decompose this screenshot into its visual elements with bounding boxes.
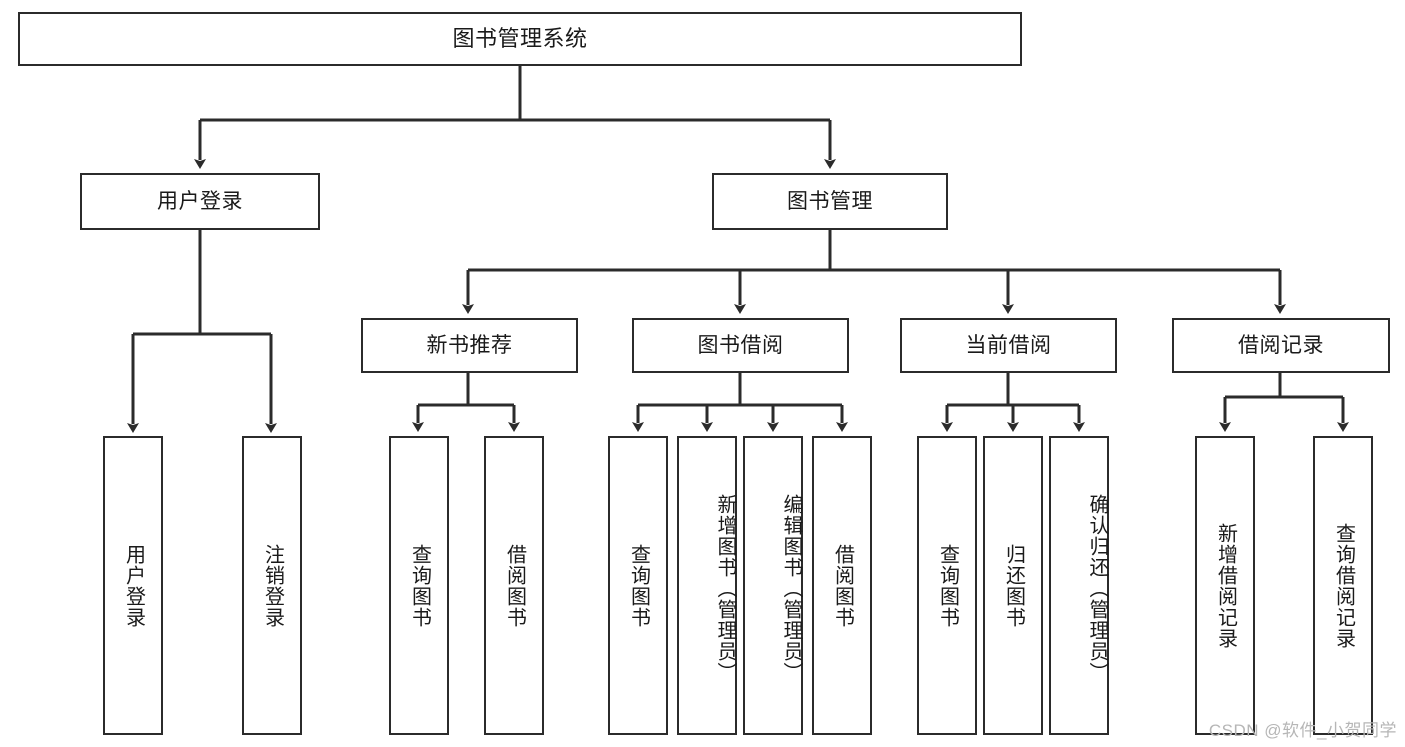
node-leaf-return-book[interactable]: 归还图书	[983, 436, 1043, 735]
node-leaf-borrow-book-1[interactable]: 借阅图书	[484, 436, 544, 735]
node-leaf-query-book-3-label: 查询图书	[936, 543, 959, 628]
node-leaf-return-book-label: 归还图书	[1002, 543, 1025, 628]
node-leaf-add-borrow-record[interactable]: 新增借阅记录	[1195, 436, 1255, 735]
watermark: CSDN @软件_小贺同学	[1208, 721, 1397, 740]
node-leaf-add-book-admin-label: 新增图书（管理员）	[714, 494, 736, 683]
node-leaf-query-borrow-record-label: 查询借阅记录	[1332, 522, 1355, 649]
node-current-borrow-label: 当前借阅	[965, 333, 1052, 357]
node-leaf-borrow-book-2[interactable]: 借阅图书	[812, 436, 872, 735]
node-book-borrow[interactable]: 图书借阅	[632, 318, 849, 373]
node-leaf-add-borrow-record-label: 新增借阅记录	[1214, 522, 1237, 649]
node-leaf-edit-book-admin[interactable]: 编辑图书（管理员）	[743, 436, 803, 735]
node-leaf-confirm-return-admin-label: 确认归还（管理员）	[1086, 494, 1108, 683]
node-book-manage[interactable]: 图书管理	[712, 173, 948, 230]
node-leaf-query-book-2[interactable]: 查询图书	[608, 436, 668, 735]
node-borrow-record-label: 借阅记录	[1238, 333, 1324, 357]
node-user-login-label: 用户登录	[157, 189, 243, 213]
node-leaf-query-book-2-label: 查询图书	[627, 543, 650, 628]
node-root-label: 图书管理系统	[452, 25, 588, 51]
node-book-manage-label: 图书管理	[787, 189, 873, 213]
node-leaf-query-borrow-record[interactable]: 查询借阅记录	[1313, 436, 1373, 735]
node-leaf-query-book-3[interactable]: 查询图书	[917, 436, 977, 735]
node-book-borrow-label: 图书借阅	[697, 333, 784, 357]
node-leaf-user-login-label: 用户登录	[122, 543, 145, 628]
node-leaf-query-book-1[interactable]: 查询图书	[389, 436, 449, 735]
node-borrow-record[interactable]: 借阅记录	[1172, 318, 1390, 373]
node-user-login[interactable]: 用户登录	[80, 173, 320, 230]
node-new-book-recommend-label: 新书推荐	[426, 333, 513, 357]
node-root[interactable]: 图书管理系统	[18, 12, 1022, 66]
node-leaf-user-login[interactable]: 用户登录	[103, 436, 163, 735]
node-leaf-query-book-1-label: 查询图书	[408, 543, 431, 628]
node-leaf-borrow-book-2-label: 借阅图书	[831, 543, 854, 628]
node-leaf-logout-label: 注销登录	[261, 543, 284, 628]
node-leaf-edit-book-admin-label: 编辑图书（管理员）	[780, 494, 802, 683]
node-leaf-confirm-return-admin[interactable]: 确认归还（管理员）	[1049, 436, 1109, 735]
node-current-borrow[interactable]: 当前借阅	[900, 318, 1117, 373]
node-leaf-borrow-book-1-label: 借阅图书	[503, 543, 526, 628]
node-new-book-recommend[interactable]: 新书推荐	[361, 318, 578, 373]
node-leaf-add-book-admin[interactable]: 新增图书（管理员）	[677, 436, 737, 735]
node-leaf-logout[interactable]: 注销登录	[242, 436, 302, 735]
